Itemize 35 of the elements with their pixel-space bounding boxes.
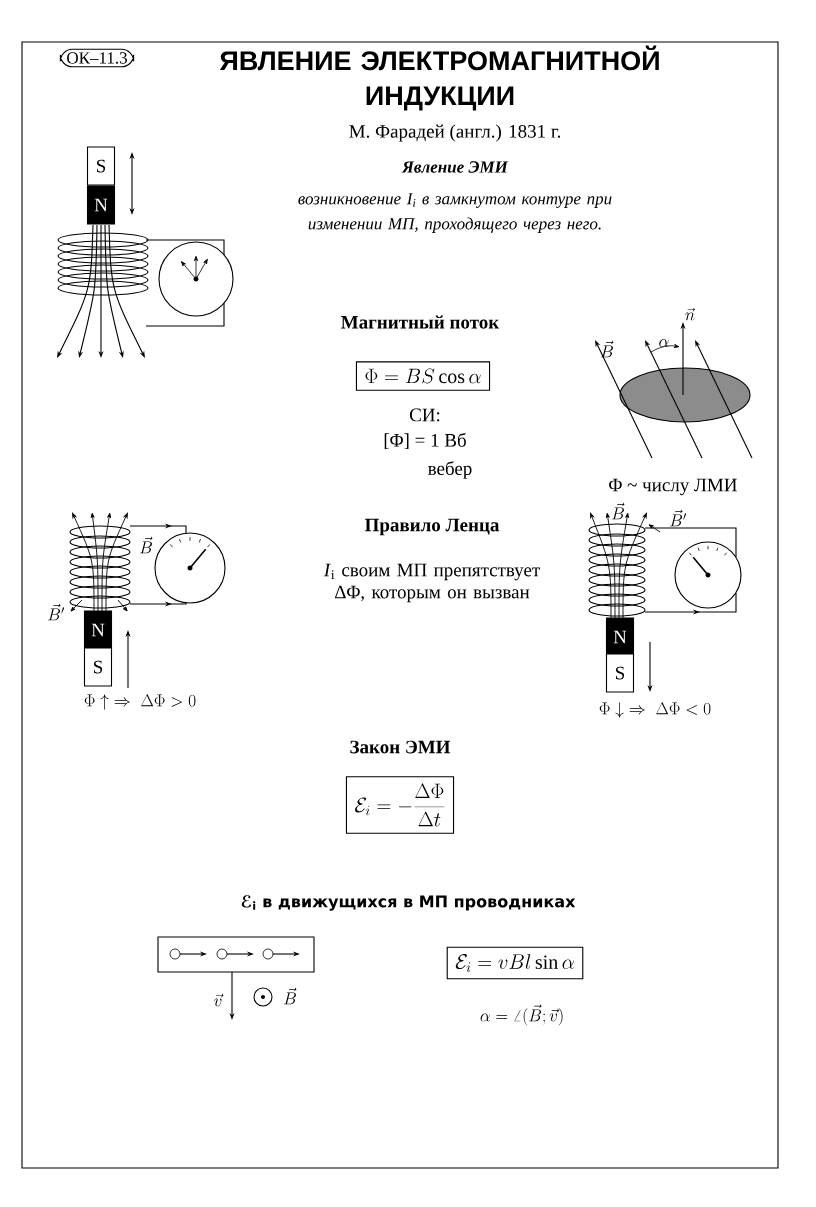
vector-label: $\vec{n}$ bbox=[685, 307, 696, 321]
formula-box: $\Phi = BS\cos\alpha$ bbox=[355, 361, 491, 391]
vector-label: $\vec{B}$ bbox=[283, 987, 297, 1005]
magnet-pole: S bbox=[86, 146, 116, 186]
magnet-pole: N bbox=[86, 185, 116, 225]
definition-text: возникновение I$_{i}$ в замкнутом контуре при изменении МП, проходящего через него. bbox=[298, 193, 612, 233]
section-heading: Магнитный поток bbox=[341, 315, 500, 329]
subtitle: М. Фарадей (англ.) 1831 г. bbox=[349, 124, 561, 142]
magnet-pole: S bbox=[83, 647, 113, 687]
unit-text: [Φ] = 1 Вб bbox=[384, 432, 466, 450]
vector-label: $\vec{B}'$ bbox=[48, 603, 65, 621]
vector-label: $\vec{B}$ bbox=[611, 502, 625, 520]
vector-label: $\vec{B}$ bbox=[139, 536, 153, 554]
formula-box: $\mathcal{E}_i = -\frac{\Delta\Phi}{\Delta t}$ bbox=[345, 776, 455, 834]
section-heading: Правило Ленца bbox=[364, 518, 500, 536]
formula-box: $\mathcal{E}_i = vBl\sin\alpha$ bbox=[446, 946, 584, 980]
unit-text: вебер bbox=[428, 461, 472, 479]
condition-text: $\Phi\downarrow\;\Rightarrow\;\Delta\Phi<0$ bbox=[599, 702, 711, 718]
angle-label: $\alpha$ bbox=[659, 339, 669, 347]
magnet-pole: S bbox=[605, 653, 635, 693]
condition-text: $\Phi\uparrow\;\Rightarrow\;\Delta\Phi>0$ bbox=[84, 694, 196, 710]
sheet-number-badge: ОК–11.3 bbox=[59, 48, 135, 68]
magnet-pole: N bbox=[605, 617, 635, 657]
vector-label: $\vec{B}'$ bbox=[670, 509, 687, 527]
unit-text: СИ: bbox=[409, 408, 440, 422]
magnet-pole: N bbox=[83, 610, 113, 650]
rule-text: I$_{i}$ своим МП препятствует ΔΦ, которым он вызван bbox=[323, 563, 540, 603]
vector-label: $\vec{v}$ bbox=[214, 993, 224, 1007]
formula-text: $\alpha = \angle(\vec{B};\vec{v})$ bbox=[480, 1004, 563, 1026]
section-heading: Закон ЭМИ bbox=[350, 740, 451, 754]
note-text: Φ ~ числу ЛМИ bbox=[609, 478, 737, 496]
section-heading: ℰ$_{i}$ в движущихся в МП проводниках bbox=[241, 895, 576, 911]
subheading: Явление ЭМИ bbox=[401, 161, 509, 173]
title: ЯВЛЕНИЕ ЭЛЕКТРОМАГНИТНОЙ ИНДУКЦИИ bbox=[219, 45, 659, 111]
vector-label: $\vec{B}$ bbox=[600, 340, 614, 358]
